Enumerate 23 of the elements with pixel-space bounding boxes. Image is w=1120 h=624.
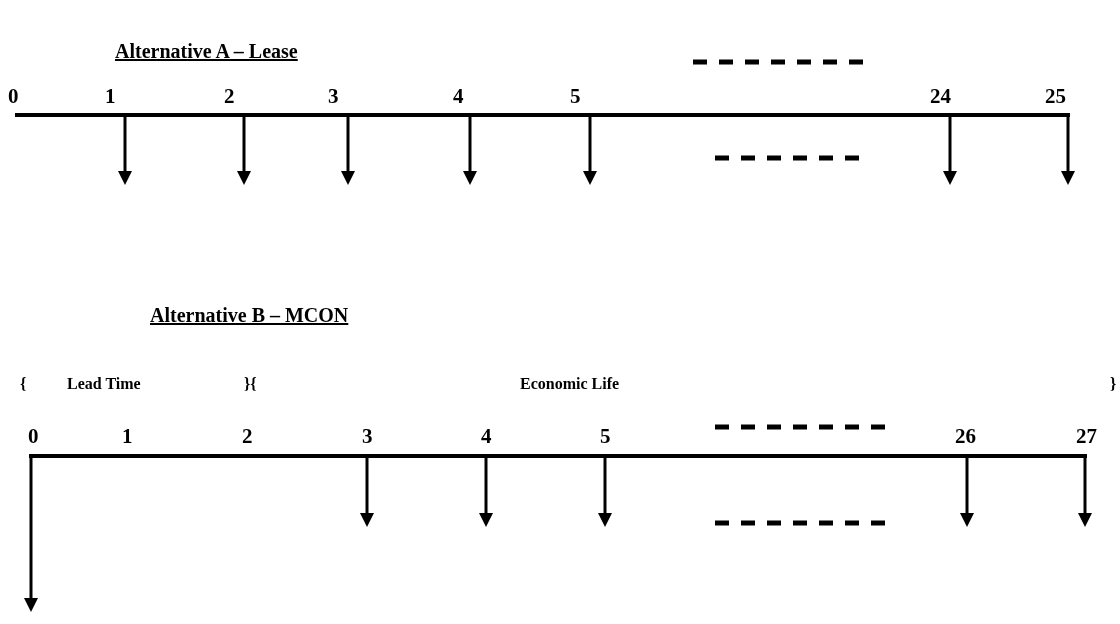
heading: Alternative B – MCON [150, 303, 349, 328]
brace: }{ [244, 374, 257, 394]
brace: { [20, 374, 27, 394]
period-number: 2 [242, 426, 253, 447]
period-number: 4 [453, 86, 464, 107]
heading: Alternative A – Lease [115, 39, 298, 64]
period-number: 25 [1045, 86, 1066, 107]
period-number: 2 [224, 86, 235, 107]
period-number: 0 [28, 426, 39, 447]
period-number: 5 [600, 426, 611, 447]
brace: } [1110, 374, 1117, 394]
period-number: 3 [362, 426, 373, 447]
period-number: 5 [570, 86, 581, 107]
period-number: 24 [930, 86, 951, 107]
period-number: 0 [8, 86, 19, 107]
period-number: 1 [105, 86, 116, 107]
period-number: 3 [328, 86, 339, 107]
period-label: Lead Time [67, 374, 141, 394]
period-number: 4 [481, 426, 492, 447]
period-number: 26 [955, 426, 976, 447]
period-label: Economic Life [520, 374, 620, 394]
period-number: 1 [122, 426, 133, 447]
period-number: 27 [1076, 426, 1097, 447]
